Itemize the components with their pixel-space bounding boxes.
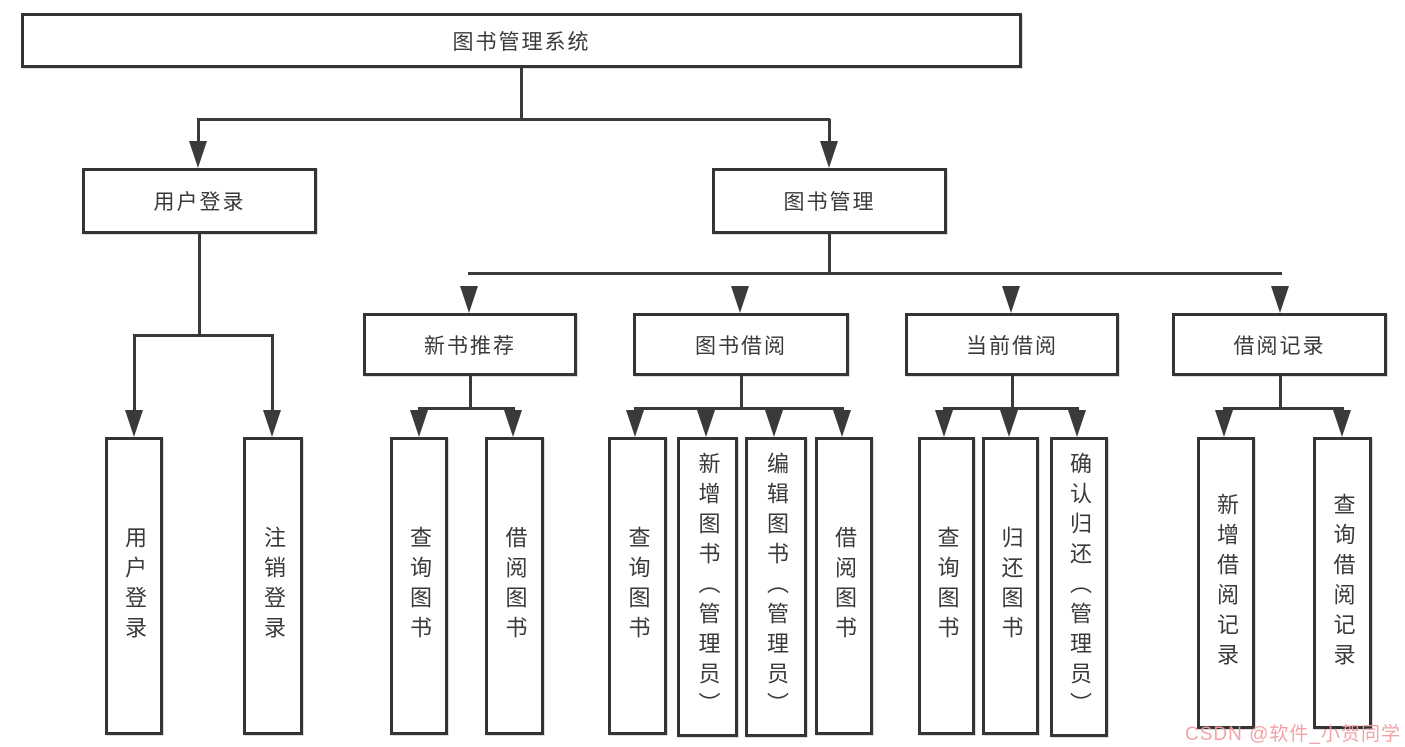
node-borrow-records-label: 借阅记录 xyxy=(1233,334,1326,358)
arrow-down-icon xyxy=(731,286,749,313)
node-logout: 注销登录 xyxy=(243,437,303,735)
node-borrow-records: 借阅记录 xyxy=(1172,313,1387,376)
connector-user-group-stem xyxy=(198,234,201,337)
connector-branch-borrow-records xyxy=(1223,407,1344,410)
arrow-down-icon xyxy=(820,141,838,168)
arrow-down-icon xyxy=(460,286,478,313)
connector-recommend-stem xyxy=(469,376,472,410)
arrow-down-icon xyxy=(1002,286,1020,313)
node-book-borrow-label: 图书借阅 xyxy=(695,334,787,358)
node-recommend-borrow-book: 借阅图书 xyxy=(485,437,544,735)
arrow-down-icon xyxy=(1068,410,1086,437)
node-new-book-recommend-label: 新书推荐 xyxy=(424,334,516,358)
node-current-borrow-label: 当前借阅 xyxy=(966,334,1058,358)
node-current-query-book: 查询图书 xyxy=(918,437,975,735)
connector-branch-book-mgmt xyxy=(468,272,1282,275)
connector-book-borrow-stem xyxy=(740,376,743,410)
node-root-label: 图书管理系统 xyxy=(452,30,591,54)
node-book-management: 图书管理 xyxy=(712,168,947,234)
connector-branch-recommend xyxy=(418,407,515,410)
node-add-borrow-record: 新增借阅记录 xyxy=(1197,437,1255,729)
node-borrow-book-label: 借阅图书 xyxy=(832,526,857,646)
connector-branch-level1 xyxy=(197,118,830,121)
node-borrow-query-book-label: 查询图书 xyxy=(625,526,651,646)
node-current-query-book-label: 查询图书 xyxy=(934,526,960,646)
node-new-book-recommend: 新书推荐 xyxy=(363,313,577,376)
arrow-down-icon xyxy=(504,410,522,437)
arrow-down-icon xyxy=(626,410,644,437)
arrow-down-icon xyxy=(263,410,281,437)
node-edit-book-admin-label: 编辑图书（管理员） xyxy=(764,452,789,722)
connector-book-mgmt-stem xyxy=(828,233,831,275)
node-add-book-admin: 新增图书（管理员） xyxy=(677,437,738,737)
connector-stem-user-login xyxy=(133,335,136,413)
arrow-down-icon xyxy=(765,410,783,437)
node-borrow-query-book: 查询图书 xyxy=(608,437,667,735)
node-query-borrow-record: 查询借阅记录 xyxy=(1313,437,1372,729)
node-confirm-return-admin: 确认归还（管理员） xyxy=(1050,437,1108,737)
node-book-management-label: 图书管理 xyxy=(783,191,876,214)
node-return-book-label: 归还图书 xyxy=(998,526,1024,646)
node-user-login-group: 用户登录 xyxy=(82,168,317,234)
node-add-borrow-record-label: 新增借阅记录 xyxy=(1214,493,1239,673)
arrow-down-icon xyxy=(697,410,715,437)
arrow-down-icon xyxy=(125,410,143,437)
node-return-book: 归还图书 xyxy=(982,437,1039,735)
arrow-down-icon xyxy=(1333,410,1351,437)
connector-branch-book-borrow xyxy=(634,407,844,410)
connector-stem-book-management xyxy=(828,119,831,145)
node-recommend-query-book: 查询图书 xyxy=(390,437,448,735)
node-logout-label: 注销登录 xyxy=(261,526,286,646)
arrow-down-icon xyxy=(833,410,851,437)
node-book-borrow: 图书借阅 xyxy=(633,313,849,376)
arrow-down-icon xyxy=(1000,410,1018,437)
arrow-down-icon xyxy=(1215,410,1233,437)
arrow-down-icon xyxy=(189,141,207,168)
node-recommend-query-book-label: 查询图书 xyxy=(407,526,432,646)
node-user-login-label: 用户登录 xyxy=(122,526,147,646)
connector-borrow-records-stem xyxy=(1279,376,1282,410)
connector-branch-current-borrow xyxy=(943,407,1079,410)
node-user-login-group-label: 用户登录 xyxy=(153,191,246,214)
csdn-watermark: CSDN @软件_小贺同学 xyxy=(1185,724,1401,745)
connector-current-borrow-stem xyxy=(1011,376,1014,410)
node-borrow-book: 借阅图书 xyxy=(815,437,873,735)
node-current-borrow: 当前借阅 xyxy=(905,313,1119,376)
connector-branch-user-group xyxy=(133,334,274,337)
arrow-down-icon xyxy=(935,410,953,437)
node-query-borrow-record-label: 查询借阅记录 xyxy=(1330,493,1356,673)
node-user-login: 用户登录 xyxy=(105,437,163,735)
node-add-book-admin-label: 新增图书（管理员） xyxy=(695,452,721,722)
connector-root-stem xyxy=(520,68,523,121)
node-root: 图书管理系统 xyxy=(21,13,1022,68)
node-edit-book-admin: 编辑图书（管理员） xyxy=(745,437,807,737)
arrow-down-icon xyxy=(410,410,428,437)
node-confirm-return-admin-label: 确认归还（管理员） xyxy=(1067,452,1092,722)
connector-stem-logout xyxy=(271,335,274,413)
node-recommend-borrow-book-label: 借阅图书 xyxy=(502,526,528,646)
connector-stem-user-login-group xyxy=(197,119,200,145)
arrow-down-icon xyxy=(1271,286,1289,313)
